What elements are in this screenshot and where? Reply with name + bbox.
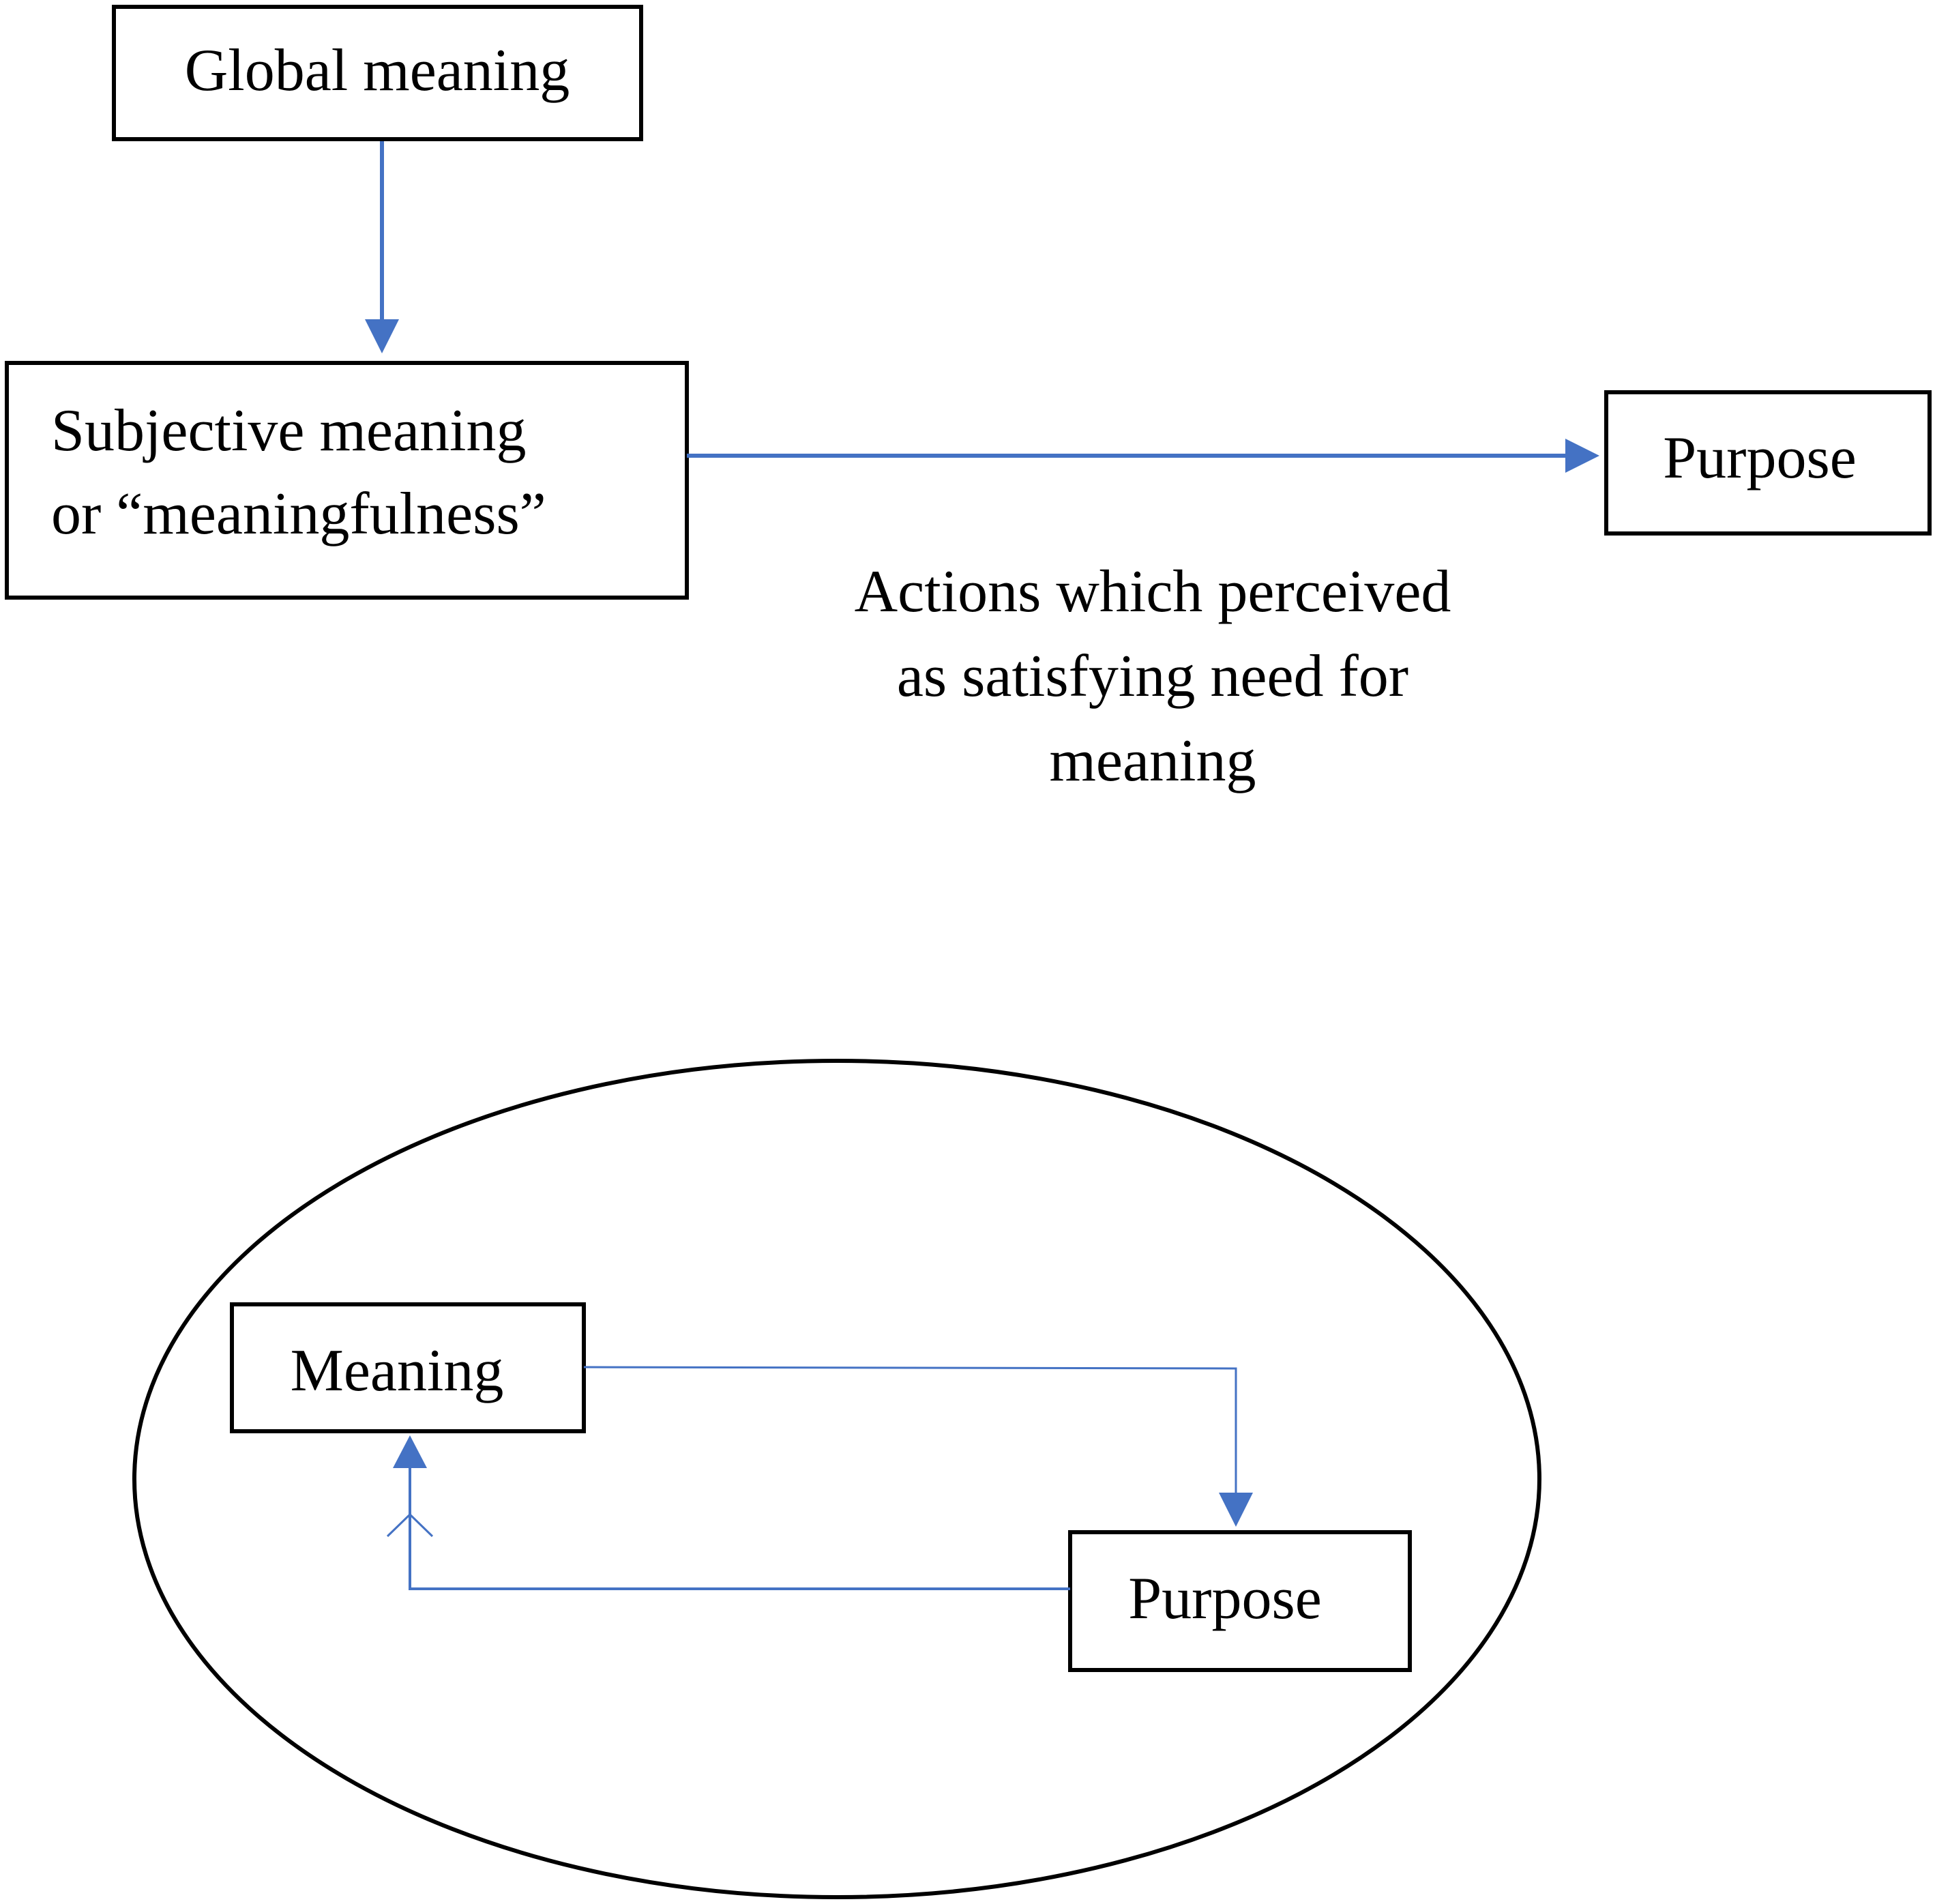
arrow-meaning-to-purpose [583, 1366, 1253, 1527]
subjective-meaning-label-line1: Subjective meaning [51, 398, 526, 464]
arrow-global-to-subjective [365, 141, 399, 353]
actions-annotation: Actions which perceived as satisfying ne… [855, 559, 1451, 794]
subjective-meaning-node: Subjective meaning or “meaningfulness” [5, 361, 689, 600]
actions-annotation-line3: meaning [1049, 728, 1256, 794]
actions-annotation-line1: Actions which perceived [855, 559, 1451, 625]
meaning-label: Meaning [291, 1338, 504, 1404]
global-meaning-node: Global meaning [112, 5, 643, 141]
actions-annotation-line2: as satisfying need for [897, 643, 1408, 709]
chevron-mark [386, 1512, 434, 1538]
enclosing-ellipse [132, 1059, 1541, 1899]
global-meaning-label: Global meaning [185, 38, 570, 104]
purpose-label-bottom: Purpose [1128, 1566, 1322, 1632]
arrow-purpose-to-meaning [386, 1435, 1070, 1590]
purpose-label-top: Purpose [1663, 425, 1857, 491]
meaning-node: Meaning [230, 1302, 586, 1433]
purpose-node-top: Purpose [1604, 390, 1932, 536]
subjective-meaning-label-line2: or “meaningfulness” [51, 481, 546, 547]
purpose-node-bottom: Purpose [1068, 1530, 1412, 1672]
arrow-subjective-to-purpose [687, 439, 1599, 473]
